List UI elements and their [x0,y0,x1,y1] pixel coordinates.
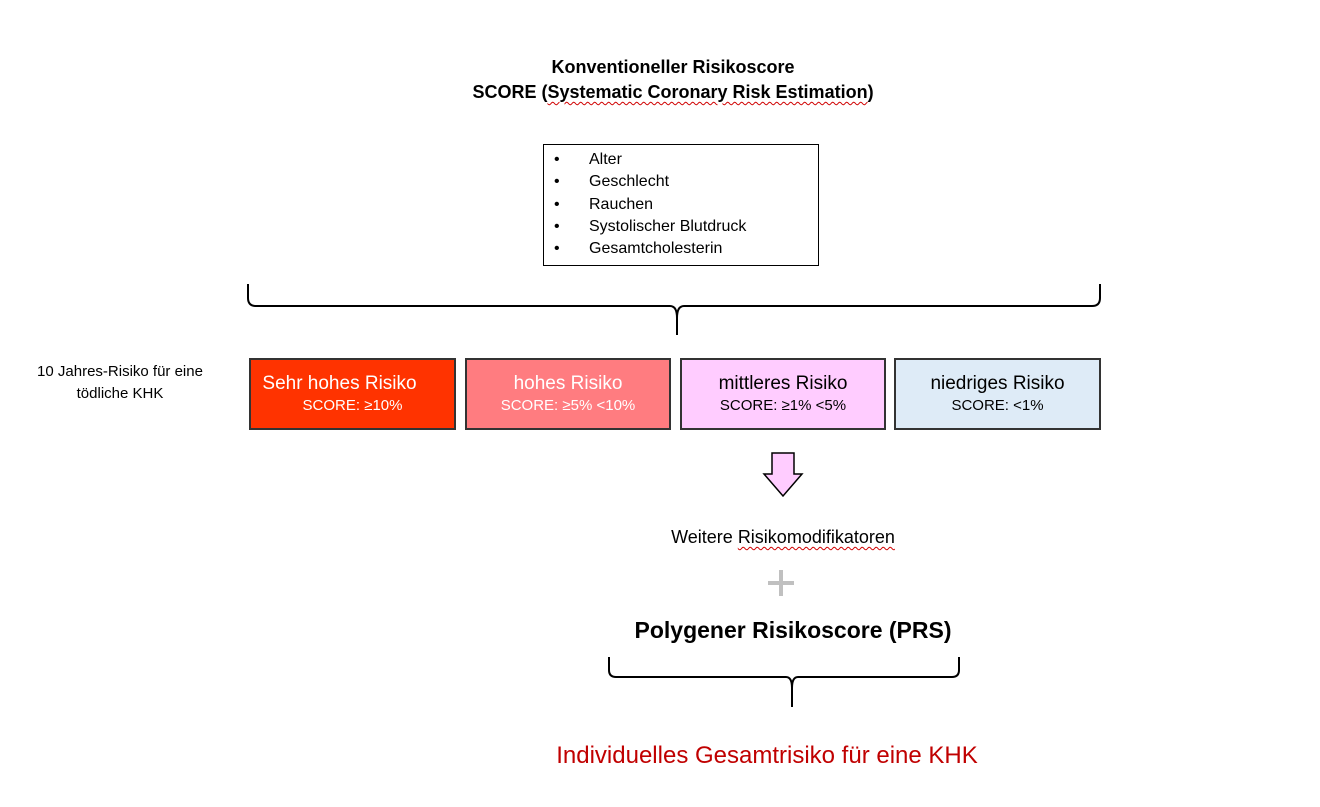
risk-factor-list: Alter Geschlecht Rauchen Systolischer Bl… [544,149,818,261]
risk-box-title: hohes Risiko [513,373,623,394]
title-line-1: Konventioneller Risikoscore [551,57,795,77]
risk-factor-item: Alter [544,149,818,172]
risk-box-title: Sehr hohes Risiko [262,373,417,394]
risk-box-score: SCORE: <1% [951,397,1044,414]
risk-box-score: SCORE: ≥1% <5% [719,397,847,414]
prs-label: Polygener Risikoscore (PRS) [634,617,952,643]
diagram-title: Konventioneller Risikoscore SCORE (Syste… [0,55,1320,105]
risk-box-high: hohes Risiko SCORE: ≥5% <10% [465,358,671,430]
title-underlined-term: Systematic Coronary Risk Estimation [547,82,868,102]
modifier-label: Weitere Risikomodifikatoren [671,527,895,547]
risk-box-title: niedriges Risiko [930,373,1065,394]
risk-period-label: 10 Jahres-Risiko für eine tödliche KHK [37,363,203,402]
risk-box-score: SCORE: ≥5% <10% [500,397,636,414]
down-arrow [762,452,804,498]
top-brace [247,284,1101,335]
risk-box-score: SCORE: ≥10% [302,397,403,414]
risk-factor-item: Gesamtcholesterin [544,238,818,261]
total-risk-label: Individuelles Gesamtrisiko für eine KHK [556,742,978,769]
risk-box-very-high: Sehr hohes Risiko SCORE: ≥10% [249,358,456,430]
title-line-2: SCORE (Systematic Coronary Risk Estimati… [472,82,874,102]
risk-factor-item: Geschlecht [544,171,818,194]
risk-factor-box: Alter Geschlecht Rauchen Systolischer Bl… [543,144,819,266]
plus-icon [768,570,794,596]
risk-box-title: mittleres Risiko [718,373,848,394]
risk-box-medium: mittleres Risiko SCORE: ≥1% <5% [680,358,886,430]
risk-box-low: niedriges Risiko SCORE: <1% [894,358,1101,430]
risk-factor-item: Systolischer Blutdruck [544,216,818,239]
bottom-brace [608,657,960,707]
modifier-underlined-term: Risikomodifikatoren [737,527,895,547]
risk-factor-item: Rauchen [544,194,818,217]
